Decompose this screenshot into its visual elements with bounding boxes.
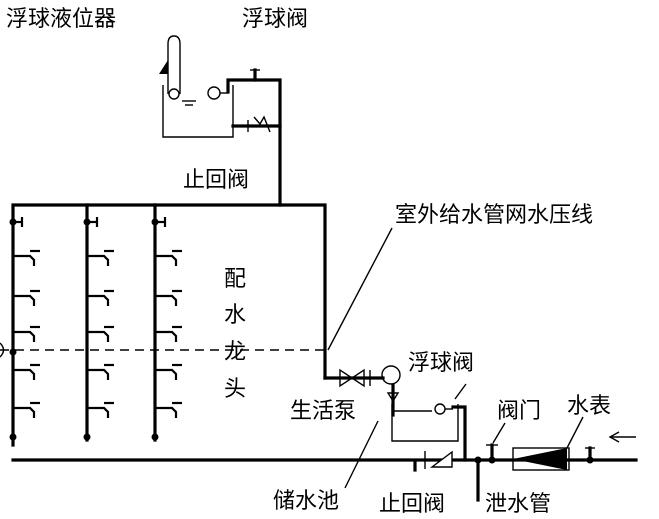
gate-valve-top [250,68,260,82]
label-float-valve-bottom: 浮球阀 [408,351,474,376]
water-meter-leader [566,416,584,449]
storage-tank [391,404,459,442]
roof-water-tank [162,85,234,138]
label-check-valve-top: 止回阀 [183,168,249,193]
label-domestic-pump: 生活泵 [290,399,356,424]
check-valve-bottom-symbol [413,450,453,472]
label-drain-pipe: 泄水管 [485,492,551,517]
faucet-symbols [13,249,182,418]
storage-tank-inlet-pipe [451,405,467,462]
pressure-line-leader [327,227,393,351]
water-meter-symbol [512,447,570,471]
float-valve-top-symbol [207,86,228,100]
pump-gate-valve [339,368,365,388]
label-check-valve-bottom: 止回阀 [379,492,445,517]
label-float-level-gauge: 浮球液位器 [6,7,116,32]
storage-tank-leader [344,420,379,489]
label-float-valve-top: 浮球阀 [242,7,308,32]
building-main-pipe [11,203,327,447]
float-level-gauge-symbol [159,35,181,100]
domestic-pump-symbol [381,365,401,385]
drain-pipe-symbol [474,456,482,502]
gate-valve-bottom-symbol [486,443,498,464]
label-gate-valve: 阀门 [497,399,541,424]
label-water-meter: 水表 [567,394,611,419]
float-valve-bottom-symbol [434,403,453,415]
flow-direction-arrow-icon [608,431,636,443]
riser-stop-valves [13,217,167,227]
meter-outlet-valve [585,446,595,464]
check-valve-top-symbol [247,115,271,133]
label-faucets-char-1: 配 [224,267,246,292]
pressure-line-end-mark [0,342,5,358]
pump-suction-pipe [386,383,400,417]
gate-valve-leader [492,422,506,444]
label-outdoor-pressure-line: 室外给水管网水压线 [395,203,593,228]
float-valve-bottom-leader [454,383,467,400]
label-storage-tank: 储水池 [273,489,339,514]
label-faucets-char-2: 水 [224,303,246,328]
label-faucets-char-3: 龙 [224,340,246,365]
label-faucets-char-4: 头 [224,377,246,402]
